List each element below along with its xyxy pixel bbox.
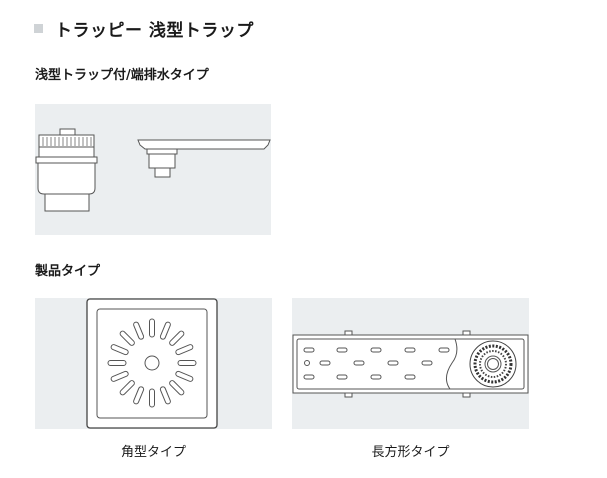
square-drain-cover-illustration xyxy=(86,298,218,429)
square-type-image xyxy=(35,298,272,429)
rectangular-type-image xyxy=(292,298,529,429)
square-bullet-icon xyxy=(34,24,43,33)
page-header: トラッピー 浅型トラップ xyxy=(34,16,254,41)
trap-side-view-image xyxy=(35,104,271,235)
caption-rectangular-type: 長方形タイプ xyxy=(371,445,450,460)
section-heading-product-types: 製品タイプ xyxy=(35,264,101,279)
caption-square-type: 角型タイプ xyxy=(120,445,186,460)
section-heading-trap-type: 浅型トラップ付/端排水タイプ xyxy=(35,68,209,83)
rectangular-drain-cover-illustration xyxy=(292,330,529,398)
shallow-trap-side-view-illustration xyxy=(35,128,271,212)
page-title: トラッピー 浅型トラップ xyxy=(55,21,254,41)
